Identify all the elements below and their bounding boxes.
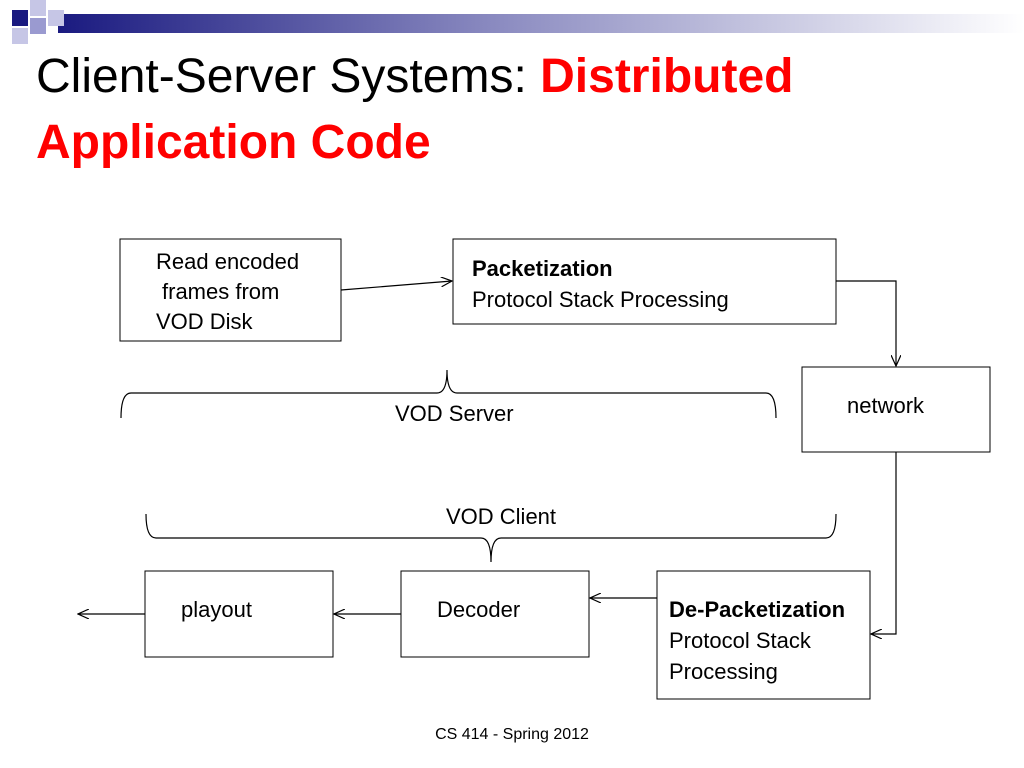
decoder-label: Decoder (437, 597, 520, 622)
title-accent-line1: Distributed (540, 50, 794, 103)
vod-server-label: VOD Server (395, 401, 514, 426)
depacketization-heading: De-Packetization (669, 597, 845, 622)
depacketization-box: De-Packetization Protocol Stack Processi… (656, 570, 871, 700)
read-frames-box: Read encoded frames from VOD Disk (119, 238, 342, 342)
read-box-line1: Read encoded (156, 249, 299, 274)
title-accent-line2: Application Code (36, 116, 431, 169)
network-box: network (801, 366, 991, 453)
read-box-line3: VOD Disk (156, 309, 254, 334)
vod-client-label: VOD Client (446, 504, 556, 529)
arrow-network-to-depacketization (871, 452, 897, 634)
arrow-packetization-to-network (836, 280, 896, 366)
depacketization-line2: Protocol Stack (669, 628, 812, 653)
packetization-box: Packetization Protocol Stack Processing (452, 238, 837, 325)
playout-box: playout (144, 570, 334, 658)
arrow-read-to-packetization (340, 281, 452, 291)
read-box-line2: frames from (162, 279, 279, 304)
decoder-box: Decoder (400, 570, 590, 658)
packetization-line2: Protocol Stack Processing (472, 287, 729, 312)
playout-label: playout (181, 597, 252, 622)
header-decoration (12, 0, 1024, 44)
slide-footer: CS 414 - Spring 2012 (435, 726, 589, 743)
network-label: network (847, 393, 925, 418)
packetization-heading: Packetization (472, 256, 613, 281)
vod-client-brace: VOD Client (145, 504, 837, 563)
depacketization-line3: Processing (669, 659, 778, 684)
title-plain-text: Client-Server Systems: (36, 50, 541, 103)
vod-server-brace: VOD Server (120, 369, 777, 426)
